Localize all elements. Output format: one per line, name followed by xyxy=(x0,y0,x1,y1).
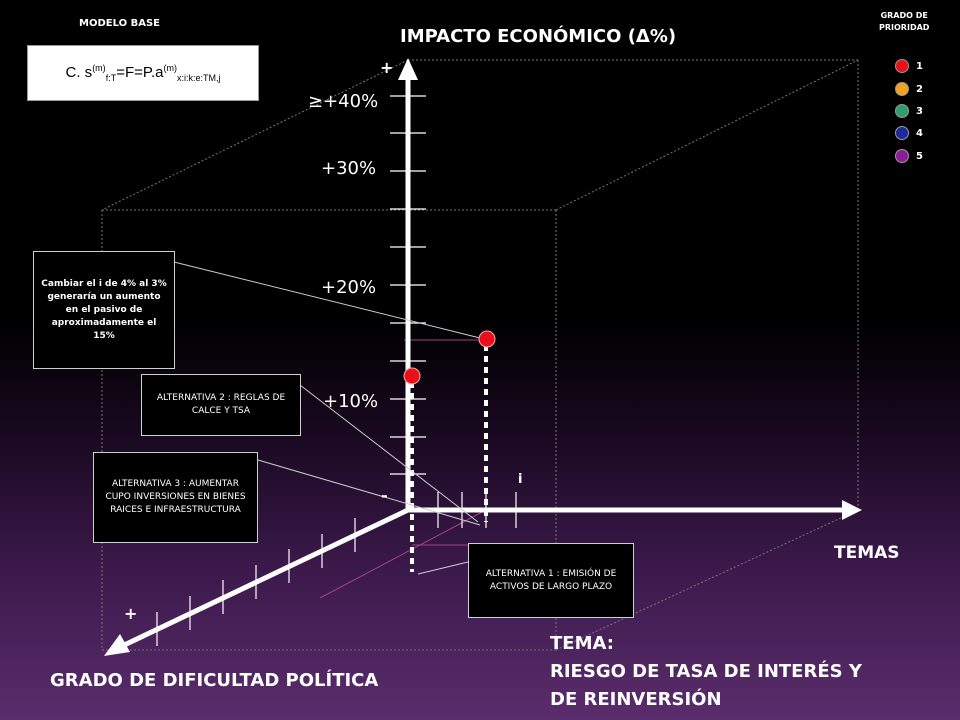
y-tick-label: +10% xyxy=(323,391,379,412)
z-axis-title: GRADO DE DIFICULTAD POLÍTICA xyxy=(50,670,379,691)
alternativa-1-text: ALTERNATIVA 1 : EMISIÓN DE ACTIVOS DE LA… xyxy=(485,568,617,592)
alternativa-3-text: ALTERNATIVA 3 : AUMENTAR CUPO INVERSIONE… xyxy=(105,479,246,515)
point-alternativa-2[interactable] xyxy=(403,367,421,385)
model-base-label: MODELO BASE xyxy=(79,18,160,29)
priority-item-3: 3 xyxy=(895,104,923,118)
z-axis xyxy=(116,507,410,651)
formula-sub: x:i:k:e:TM,j xyxy=(176,73,221,83)
y-axis-title: IMPACTO ECONÓMICO (Δ%) xyxy=(400,26,677,47)
formula-sup: (m) xyxy=(92,63,106,73)
priority-item-4: 4 xyxy=(895,126,923,140)
formula-sup: (m) xyxy=(163,63,177,73)
priority-num: 2 xyxy=(916,83,923,95)
y-axis-minus: - xyxy=(381,486,388,505)
topic-line: RIESGO DE TASA DE INTERÉS Y xyxy=(550,661,862,682)
point-alternativa-1[interactable] xyxy=(478,330,496,348)
x-tick-i-label: i xyxy=(518,472,523,487)
priority-num: 4 xyxy=(916,127,923,139)
y-axis-arrowhead xyxy=(398,58,418,80)
alternativa-2-box: ALTERNATIVA 2 : REGLAS DE CALCE Y TSA xyxy=(141,374,301,436)
priority-legend-title: GRADO DE PRIORIDAD xyxy=(879,10,929,34)
floor-guides xyxy=(319,339,487,599)
y-tick-label: +30% xyxy=(321,158,377,179)
priority-dot-2 xyxy=(895,82,909,96)
note-callout-box: Cambiar el i de 4% al 3% generaría un au… xyxy=(33,251,175,369)
y-tick-label: +20% xyxy=(321,277,377,298)
topic-block: TEMA: RIESGO DE TASA DE INTERÉS Y DE REI… xyxy=(550,630,862,714)
formula-sub: f:T xyxy=(105,73,117,83)
z-axis-plus: + xyxy=(124,604,138,623)
alternativa-3-box: ALTERNATIVA 3 : AUMENTAR CUPO INVERSIONE… xyxy=(93,452,258,543)
alternativa-2-text: ALTERNATIVA 2 : REGLAS DE CALCE Y TSA xyxy=(156,393,286,416)
priority-dot-3 xyxy=(895,104,909,118)
formula-part: C. s xyxy=(65,64,93,81)
x-axis-title: TEMAS xyxy=(834,543,900,563)
alternativa-1-box: ALTERNATIVA 1 : EMISIÓN DE ACTIVOS DE LA… xyxy=(468,543,634,618)
callout-leaders xyxy=(173,261,481,575)
priority-item-2: 2 xyxy=(895,82,923,96)
priority-num: 3 xyxy=(916,105,923,117)
formula-box: C. s(m)f:T=F=P.a(m)x:i:k:e:TM,j xyxy=(27,45,259,101)
x-axis-arrowhead xyxy=(842,500,862,520)
priority-dot-1 xyxy=(895,59,909,73)
z-axis-arrowhead xyxy=(104,634,130,656)
topic-line: DE REINVERSIÓN xyxy=(550,689,722,710)
topic-heading: TEMA: xyxy=(550,633,614,654)
y-ticks xyxy=(390,95,426,475)
y-tick-label: ≥+40% xyxy=(308,91,379,112)
y-axis-plus: + xyxy=(380,58,394,77)
priority-dot-5 xyxy=(895,149,909,163)
formula-part: =F=P.a xyxy=(116,64,164,81)
priority-item-1: 1 xyxy=(895,59,923,73)
priority-num: 5 xyxy=(916,150,923,162)
priority-title-line: GRADO DE xyxy=(880,11,928,20)
priority-num: 1 xyxy=(916,60,923,72)
formula-text: C. s(m)f:T=F=P.a(m)x:i:k:e:TM,j xyxy=(66,63,221,83)
priority-dot-4 xyxy=(895,126,909,140)
priority-item-5: 5 xyxy=(895,149,923,163)
z-ticks xyxy=(156,518,356,646)
priority-title-line: PRIORIDAD xyxy=(879,23,930,32)
note-callout-text: Cambiar el i de 4% al 3% generaría un au… xyxy=(41,278,167,341)
